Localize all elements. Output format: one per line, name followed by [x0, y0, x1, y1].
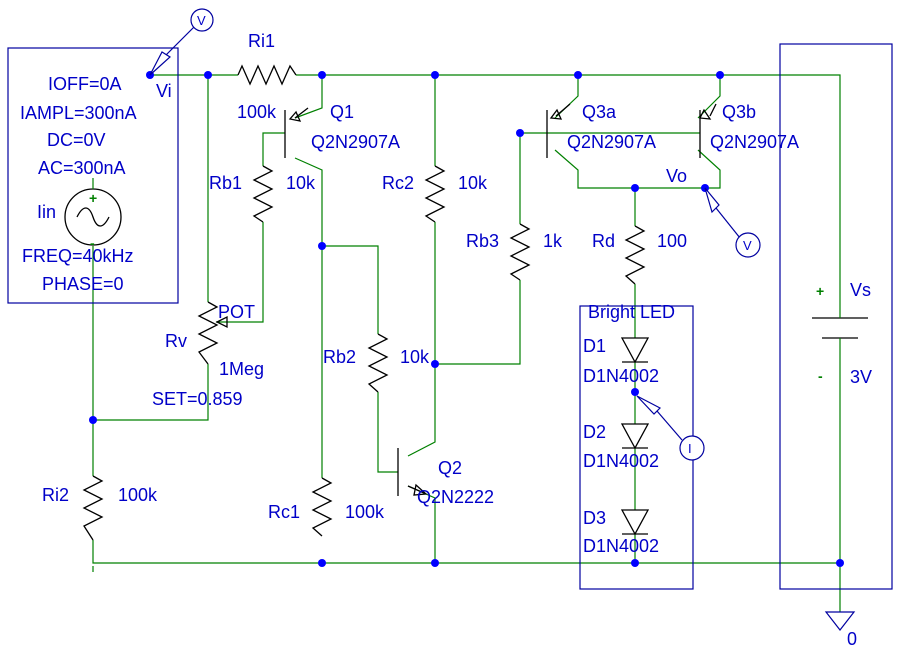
rc2-name: Rc2 [382, 173, 414, 193]
probe-vi-letter: V [197, 13, 206, 28]
d1-model: D1N4002 [583, 366, 659, 386]
ri1-value: 100k [237, 102, 277, 122]
rv-tag: POT [218, 302, 255, 322]
q3a-name: Q3a [582, 102, 617, 122]
resistor-rd[interactable]: Rd 100 [592, 225, 687, 285]
probe-marker-icon [679, 435, 705, 461]
ground-symbol[interactable]: 0 [824, 611, 857, 649]
transistor-q2[interactable]: Q2 Q2N2222 [397, 448, 494, 507]
probe-marker-icon [735, 232, 761, 258]
junction-q3b-emitter [716, 71, 724, 79]
source-phase: PHASE=0 [42, 274, 124, 294]
resistor-rb1[interactable]: Rb1 10k [209, 165, 316, 223]
junction-q3-base [516, 129, 524, 137]
junction-q2-emitter [431, 559, 439, 567]
rb2-name: Rb2 [323, 347, 356, 367]
d3-name: D3 [583, 508, 606, 528]
vs-name: Vs [850, 280, 871, 300]
probe-marker-icon [190, 8, 214, 32]
rv-name: Rv [165, 331, 187, 351]
junction-q3-collectors [631, 184, 639, 192]
node-vi-label: Vi [156, 81, 172, 101]
junction-q1-collector [318, 242, 326, 250]
source-name: Iin [37, 202, 56, 222]
probe-vo-letter: V [743, 238, 752, 253]
junction-rc2-top [431, 71, 439, 79]
resistor-rb3[interactable]: Rb3 1k [466, 223, 563, 281]
rb3-name: Rb3 [466, 231, 499, 251]
q1-name: Q1 [330, 102, 354, 122]
rb1-name: Rb1 [209, 173, 242, 193]
q1-model: Q2N2907A [311, 132, 400, 152]
vs-value: 3V [850, 367, 872, 387]
junction-ri2-top [89, 416, 97, 424]
q2-name: Q2 [438, 458, 462, 478]
rc2-value: 10k [458, 173, 488, 193]
junction-ground [836, 559, 844, 567]
probe-i-letter: I [688, 441, 692, 456]
rb3-value: 1k [543, 231, 563, 251]
resistor-rb2[interactable]: Rb2 10k [323, 333, 430, 393]
junction-q1-emitter [318, 71, 326, 79]
source-plus: + [89, 190, 97, 206]
ground-label: 0 [847, 629, 857, 649]
junction-pot-top [204, 71, 212, 79]
ri2-name: Ri2 [42, 485, 69, 505]
vs-plus: + [816, 283, 824, 299]
voltage-source-vs[interactable]: + - Vs 3V [779, 43, 893, 590]
ri2-value: 100k [118, 485, 158, 505]
source-dc: DC=0V [47, 130, 106, 150]
rv-set: SET=0.859 [152, 389, 243, 409]
q2-model: Q2N2222 [417, 487, 494, 507]
rb2-value: 10k [400, 347, 430, 367]
junction-rc1-bottom [318, 559, 326, 567]
current-probe-led[interactable]: I [636, 395, 705, 461]
resistor-rc1[interactable]: Rc1 100k [268, 477, 385, 537]
source-ac: AC=300nA [38, 158, 126, 178]
transistor-q3b[interactable]: Q3b Q2N2907A [698, 102, 799, 158]
source-frame [7, 47, 179, 304]
rv-value: 1Meg [219, 359, 264, 379]
resistor-ri2[interactable]: Ri2 100k [42, 475, 158, 541]
junction-q2-collector [431, 360, 439, 368]
rb1-value: 10k [286, 173, 316, 193]
resistor-ri1[interactable]: Ri1 100k [237, 31, 297, 122]
source-iampl: IAMPL=300nA [20, 103, 137, 123]
source-freq: FREQ=40kHz [22, 246, 134, 266]
source-minus: - [90, 235, 95, 251]
node-vo-label: Vo [666, 166, 687, 186]
led-title: Bright LED [588, 302, 675, 322]
junction-led-mid [631, 388, 639, 396]
bright-led-block[interactable]: Bright LED D1 D1N4002 D2 D1N4002 D3 D1N4… [579, 302, 694, 590]
vs-frame [779, 43, 893, 590]
transistor-q3a[interactable]: Q3a Q2N2907A [546, 102, 656, 158]
junction-led-bottom [631, 559, 639, 567]
d3-model: D1N4002 [583, 536, 659, 556]
junction-q3a-emitter [574, 71, 582, 79]
vs-minus: - [818, 368, 823, 384]
voltage-probe-vi[interactable]: V [149, 8, 214, 76]
current-source[interactable]: + - IOFF=0A IAMPL=300nA DC=0V AC=300nA I… [7, 47, 179, 304]
d2-name: D2 [583, 422, 606, 442]
q3b-model: Q2N2907A [710, 132, 799, 152]
rc1-value: 100k [345, 502, 385, 522]
potentiometer-rv[interactable]: POT Rv 1Meg SET=0.859 [152, 301, 264, 409]
transistor-q1[interactable]: Q1 Q2N2907A [284, 102, 400, 158]
wires [92, 74, 841, 612]
d1-name: D1 [583, 336, 606, 356]
source-ioff: IOFF=0A [48, 74, 122, 94]
rc1-name: Rc1 [268, 502, 300, 522]
q3a-model: Q2N2907A [567, 132, 656, 152]
ri1-name: Ri1 [248, 31, 275, 51]
voltage-probe-vo[interactable]: Vo V [666, 166, 761, 258]
rd-value: 100 [657, 231, 687, 251]
q3b-name: Q3b [722, 102, 756, 122]
rd-name: Rd [592, 231, 615, 251]
d2-model: D1N4002 [583, 451, 659, 471]
resistor-rc2[interactable]: Rc2 10k [382, 165, 488, 223]
